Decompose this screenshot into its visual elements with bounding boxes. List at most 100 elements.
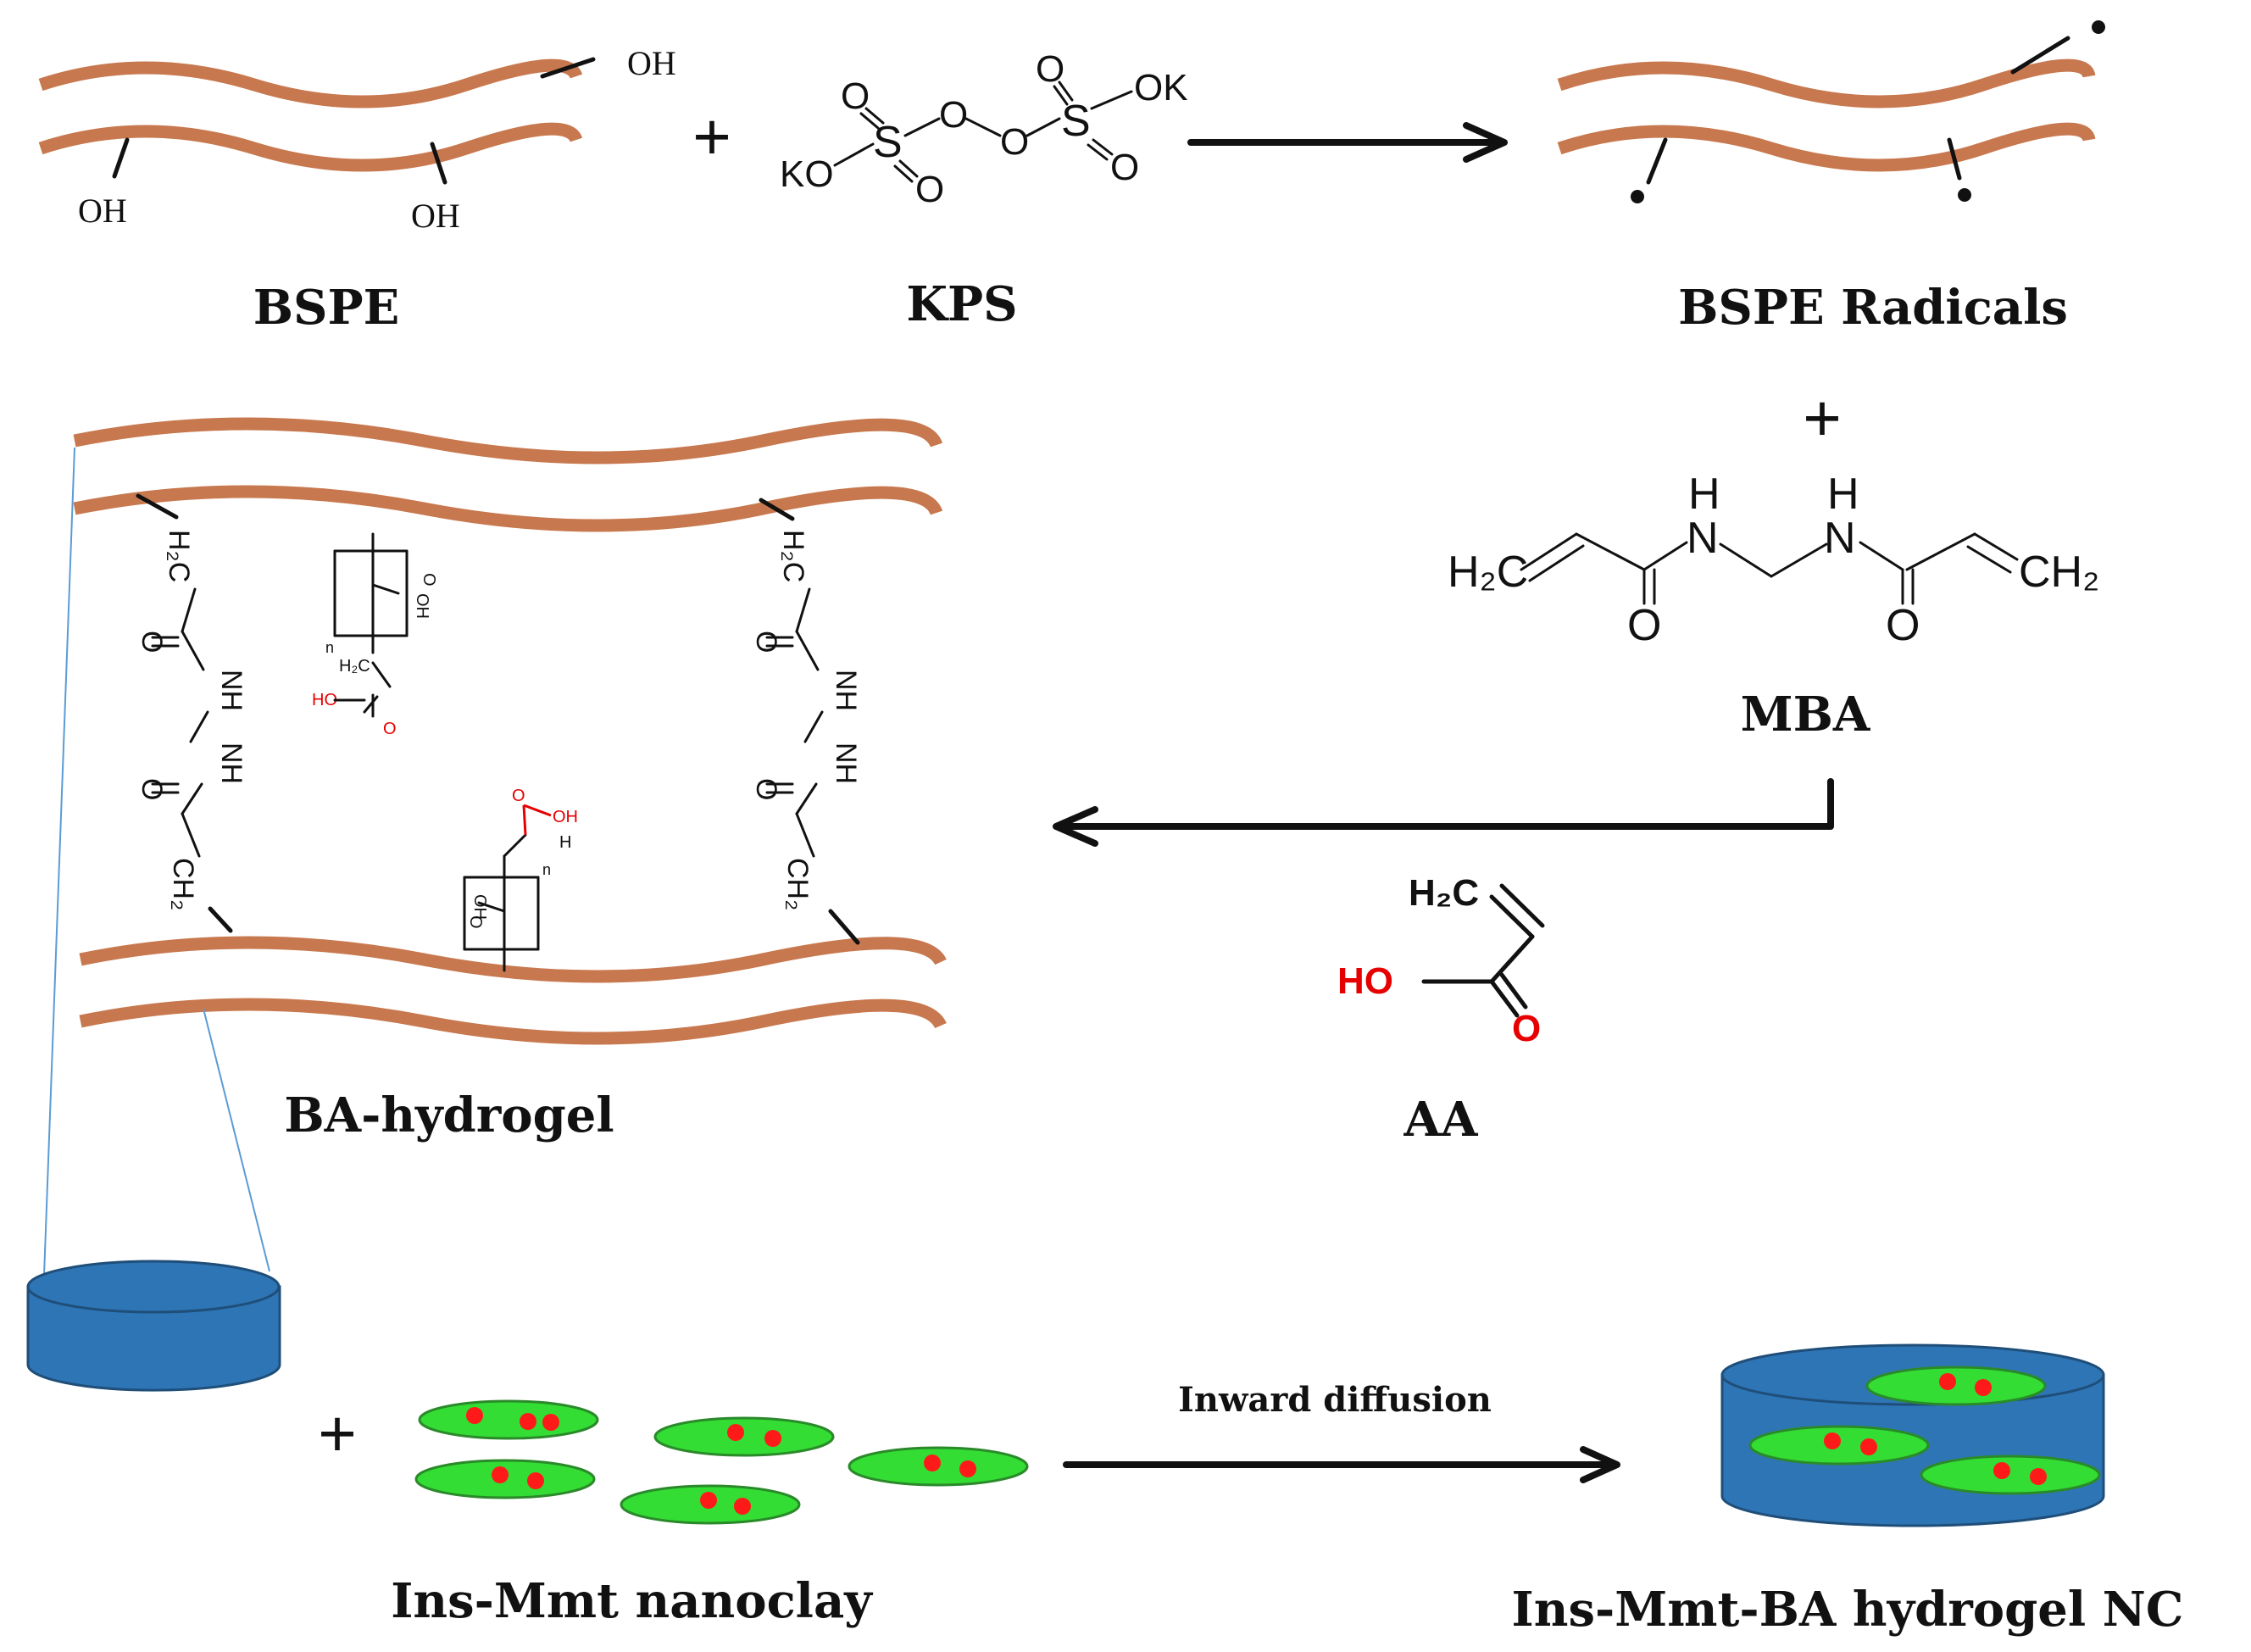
crosslink-h2c: H₂C: [777, 530, 809, 582]
reaction-arrow-1: [1187, 122, 1508, 163]
bspe-strand-bottom: [38, 122, 583, 172]
aa-label: AA: [1403, 1092, 1479, 1148]
bspe-oh-label-2: OH: [78, 192, 127, 230]
crosslink-bond: [136, 493, 179, 520]
crosslink-left: H₂C O NH NH O CH₂: [136, 493, 247, 933]
plus-sign-2: +: [1803, 381, 1842, 455]
crosslink-right: H₂C O NH NH O CH₂: [750, 498, 862, 945]
aa-structure: H₂C HO O: [1337, 872, 1545, 1049]
bspe-strand-top: [38, 58, 583, 108]
ins-mmt-nanoclay-label: Ins-Mmt nanoclay: [391, 1573, 873, 1629]
kps-o3: O: [939, 94, 968, 136]
ba-hydrogel-network: H₂C O NH NH O CH₂ H₂C O NH: [73, 417, 947, 1045]
insulin-dot: [1939, 1373, 1956, 1390]
graft-n: n: [542, 861, 551, 878]
hydrogel-strand-2: [73, 485, 943, 532]
crosslink-bond: [208, 906, 233, 933]
paa-graft-lower: OH O n OH O H: [463, 787, 578, 972]
diffusion-arrow: [1063, 1446, 1620, 1483]
bspe-oh-label-3: OH: [411, 197, 460, 235]
zoom-line-right: [203, 1008, 270, 1272]
graft-h2c: H₂C: [339, 657, 370, 676]
mba-bond: [1719, 542, 1773, 578]
crosslink-bond: [189, 710, 209, 743]
graft-oh: OH: [413, 593, 431, 619]
kps-o6: O: [1110, 147, 1139, 188]
crosslink-ch2: CH₂: [781, 858, 814, 910]
graft-o: O: [420, 573, 438, 587]
insulin-dot: [527, 1472, 544, 1489]
mba-bond: [1520, 532, 1578, 571]
crosslink-bond: [795, 587, 811, 633]
crosslink-o: O: [136, 778, 168, 800]
aa-bond: [1489, 934, 1535, 984]
kps-label: KPS: [906, 276, 1017, 332]
clay-platelet: [653, 1416, 835, 1457]
graft-n: n: [325, 639, 334, 656]
aa-bond: [1499, 883, 1545, 928]
crosslink-o: O: [136, 631, 168, 653]
zoom-line-left: [43, 447, 75, 1277]
nanoclay-particle: [653, 1416, 835, 1457]
mba-label: MBA: [1741, 687, 1871, 743]
graft-o2: O: [383, 720, 397, 738]
crosslink-nh: NH: [215, 670, 247, 711]
insulin-dot: [764, 1430, 781, 1447]
bspe-structure: OH OH OH: [38, 44, 676, 235]
crosslink-ch2: CH₂: [167, 858, 199, 910]
bspe-oh-label-1: OH: [627, 44, 676, 82]
aa-bond: [1489, 979, 1520, 1018]
mba-bond: [1642, 541, 1688, 571]
crosslink-bond: [795, 630, 820, 671]
graft-bond: [363, 695, 379, 714]
embedded-particle: [1920, 1455, 2101, 1495]
insulin-dot: [727, 1424, 744, 1441]
kps-bond: [1053, 85, 1069, 106]
radical-strand-top: [1557, 58, 2096, 108]
insulin-dot: [924, 1455, 941, 1471]
crosslink-bond: [181, 630, 205, 671]
plus-sign-3: +: [318, 1396, 357, 1471]
kps-bond: [833, 142, 875, 167]
insulin-dot: [2030, 1468, 2047, 1485]
crosslink-bond: [795, 782, 818, 815]
graft-o-lower: O: [512, 787, 525, 805]
mba-bond: [1575, 532, 1646, 571]
insulin-dot: [1975, 1379, 1992, 1396]
embedded-particle: [1748, 1425, 1930, 1466]
kps-bond: [1087, 143, 1109, 161]
kps-bond: [893, 164, 914, 183]
mba-n2: N: [1824, 514, 1856, 563]
graft-bond: [523, 804, 552, 817]
radical-bond-1: [2010, 36, 2070, 75]
ba-hydrogel-label: BA-hydrogel: [284, 1087, 614, 1143]
crosslink-o: O: [750, 631, 782, 653]
kps-o1: O: [841, 75, 870, 117]
graft-bond: [522, 804, 527, 836]
kps-bond: [1058, 81, 1074, 102]
bspe-radicals-label: BSPE Radicals: [1678, 280, 2068, 336]
insulin-dot: [1993, 1462, 2010, 1479]
ins-mmt-nanoclay-particles: [414, 1399, 1029, 1525]
kps-s1: S: [873, 118, 903, 167]
crosslink-h2c: H₂C: [163, 530, 195, 582]
kps-bond: [898, 159, 919, 178]
bspe-radicals-structure: [1557, 20, 2105, 203]
radical-bond-2: [1646, 137, 1668, 185]
radical-dot-3: [1958, 188, 1971, 202]
mba-bond: [1966, 545, 2012, 574]
mba-n1: N: [1687, 514, 1719, 563]
mba-o2: O: [1886, 601, 1920, 650]
kps-o2: O: [915, 169, 944, 210]
crosslink-bond: [828, 909, 860, 945]
crosslink-bond: [803, 710, 824, 743]
mba-ch2: CH₂: [2019, 548, 2099, 597]
graft-bond: [371, 583, 400, 595]
aa-bond: [1499, 972, 1528, 1010]
radical-dot-1: [2092, 20, 2105, 34]
crosslink-bond: [759, 498, 795, 521]
insulin-dot: [1860, 1438, 1877, 1455]
mba-bond: [1528, 544, 1585, 582]
nanoclay-particle: [620, 1484, 801, 1525]
insulin-dot: [734, 1498, 751, 1515]
